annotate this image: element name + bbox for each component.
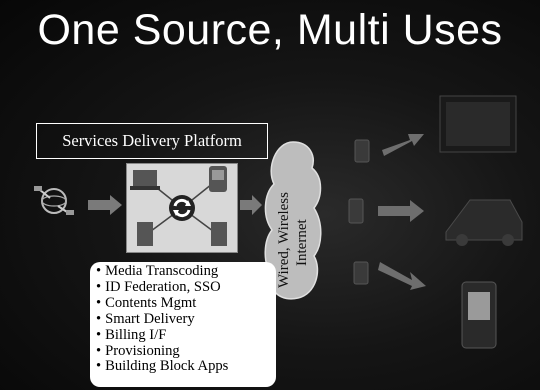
network-cloud: Wired, Wireless Internet — [262, 138, 324, 303]
car-icon — [445, 199, 523, 246]
list-item: Billing I/F — [96, 327, 276, 344]
list-item: Contents Mgmt — [96, 295, 276, 312]
list-item: ID Federation, SSO — [96, 279, 276, 296]
cloud-graphics: Wired, Wireless Internet — [264, 141, 322, 300]
globe-satellite-icon — [34, 186, 74, 215]
arrow-icon — [240, 195, 262, 215]
network-label-line2: Internet — [294, 219, 310, 266]
server-icon — [137, 222, 153, 246]
arrow-icon — [378, 262, 426, 290]
pda-icon — [209, 166, 227, 192]
hub-graphics — [130, 166, 227, 246]
sync-arrows-icon — [169, 195, 195, 221]
slide-title: One Source, Multi Uses — [37, 6, 503, 54]
list-item: Smart Delivery — [96, 311, 276, 328]
tv-icon — [439, 95, 517, 153]
list-item: Media Transcoding — [96, 263, 276, 280]
platform-hub — [126, 163, 238, 253]
network-node-icon — [348, 139, 370, 285]
platform-label-box: Services Delivery Platform — [36, 123, 268, 159]
arrow-icon — [378, 200, 424, 222]
features-list: Media Transcoding ID Federation, SSO Con… — [90, 262, 276, 375]
server-icon — [211, 222, 227, 246]
network-label-line1: Wired, Wireless — [276, 192, 292, 288]
arrow-icon — [88, 195, 122, 215]
features-list-box: Media Transcoding ID Federation, SSO Con… — [90, 262, 276, 387]
list-item: Provisioning — [96, 343, 276, 360]
arrow-icon — [382, 134, 424, 156]
platform-label: Services Delivery Platform — [62, 131, 242, 150]
laptop-icon — [130, 170, 160, 190]
mobile-phone-icon — [461, 281, 497, 349]
list-item: Building Block Apps — [96, 359, 276, 375]
